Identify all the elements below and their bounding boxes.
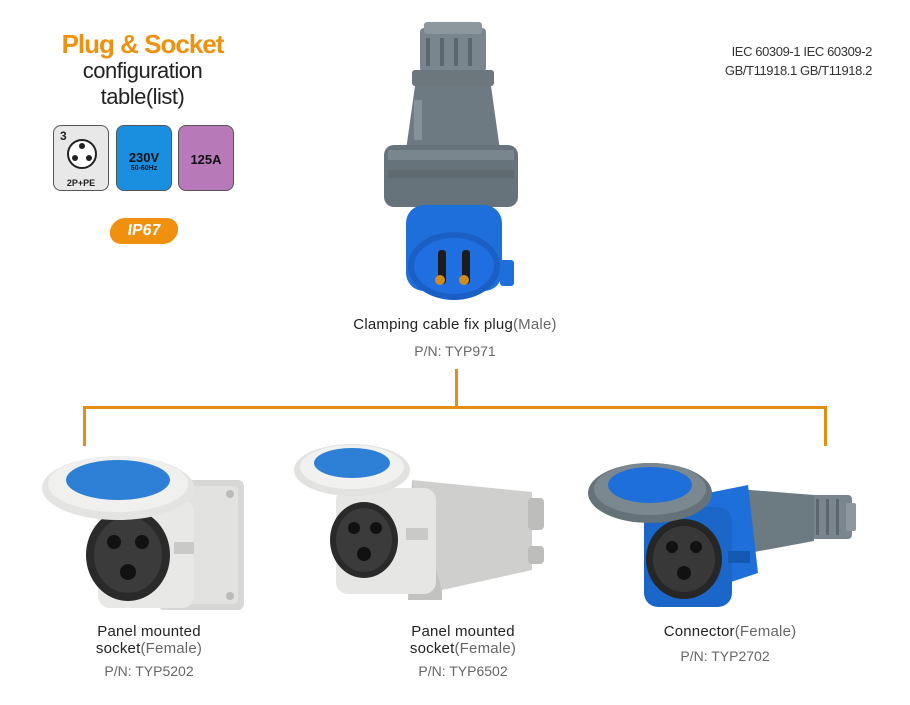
connector-gender: (Female) [734,623,797,640]
panel-socket-1-part-number: P/N: TYP5202 [104,663,194,679]
connector-title: Connector [663,623,735,640]
plug-part-number: P/N: TYP971 [414,343,496,359]
pin-config-label: 2P+PE [66,178,96,188]
three-pin-socket-icon [67,139,97,169]
pin-count: 3 [60,129,67,143]
panel-socket-1-title2: socket [95,640,141,657]
tree-line-right [824,406,827,446]
voltage-value: 230V [128,150,160,165]
voltage-badge: 230V 50-60Hz [116,125,172,191]
current-value: 125A [190,152,222,167]
plug-name: Clamping cable fix plug(Male) [305,316,605,333]
panel-socket-1-image [42,456,244,610]
panel-socket-2-title: Panel mounted [411,623,515,640]
page-title: Plug & Socket [61,29,225,59]
frequency-value: 50-60Hz [130,165,158,172]
connector-image [588,463,856,607]
current-badge: 125A [178,125,234,191]
panel-socket-2-part-number: P/N: TYP6502 [418,663,508,679]
panel-socket-2-gender: (Female) [454,640,517,657]
tree-line-vertical-main [455,369,458,407]
panel-socket-2-name: Panel mounted socket(Female) [363,623,563,657]
panel-socket-2-title2: socket [409,640,455,657]
tree-line-horizontal [83,406,827,409]
ip-rating-badge: IP67 [108,218,180,244]
panel-socket-1-name: Panel mounted socket(Female) [49,623,249,657]
plug-image [384,22,518,300]
pin-config-badge: 3 2P+PE [53,125,109,191]
panel-socket-1-title: Panel mounted [97,623,201,640]
connector-name: Connector(Female) [630,623,830,640]
standards-line1: IEC 60309-1 IEC 60309-2 [731,44,873,59]
panel-socket-2-image [294,444,544,600]
page-subtitle-line2: table(list) [100,84,185,109]
standards-line2: GB/T11918.1 GB/T11918.2 [724,63,873,78]
page-subtitle-line1: configuration [82,58,203,83]
plug-gender: (Male) [512,316,557,333]
tree-line-left [83,406,86,446]
connector-part-number: P/N: TYP2702 [680,648,770,664]
plug-title: Clamping cable fix plug [353,316,513,333]
panel-socket-1-gender: (Female) [140,640,203,657]
